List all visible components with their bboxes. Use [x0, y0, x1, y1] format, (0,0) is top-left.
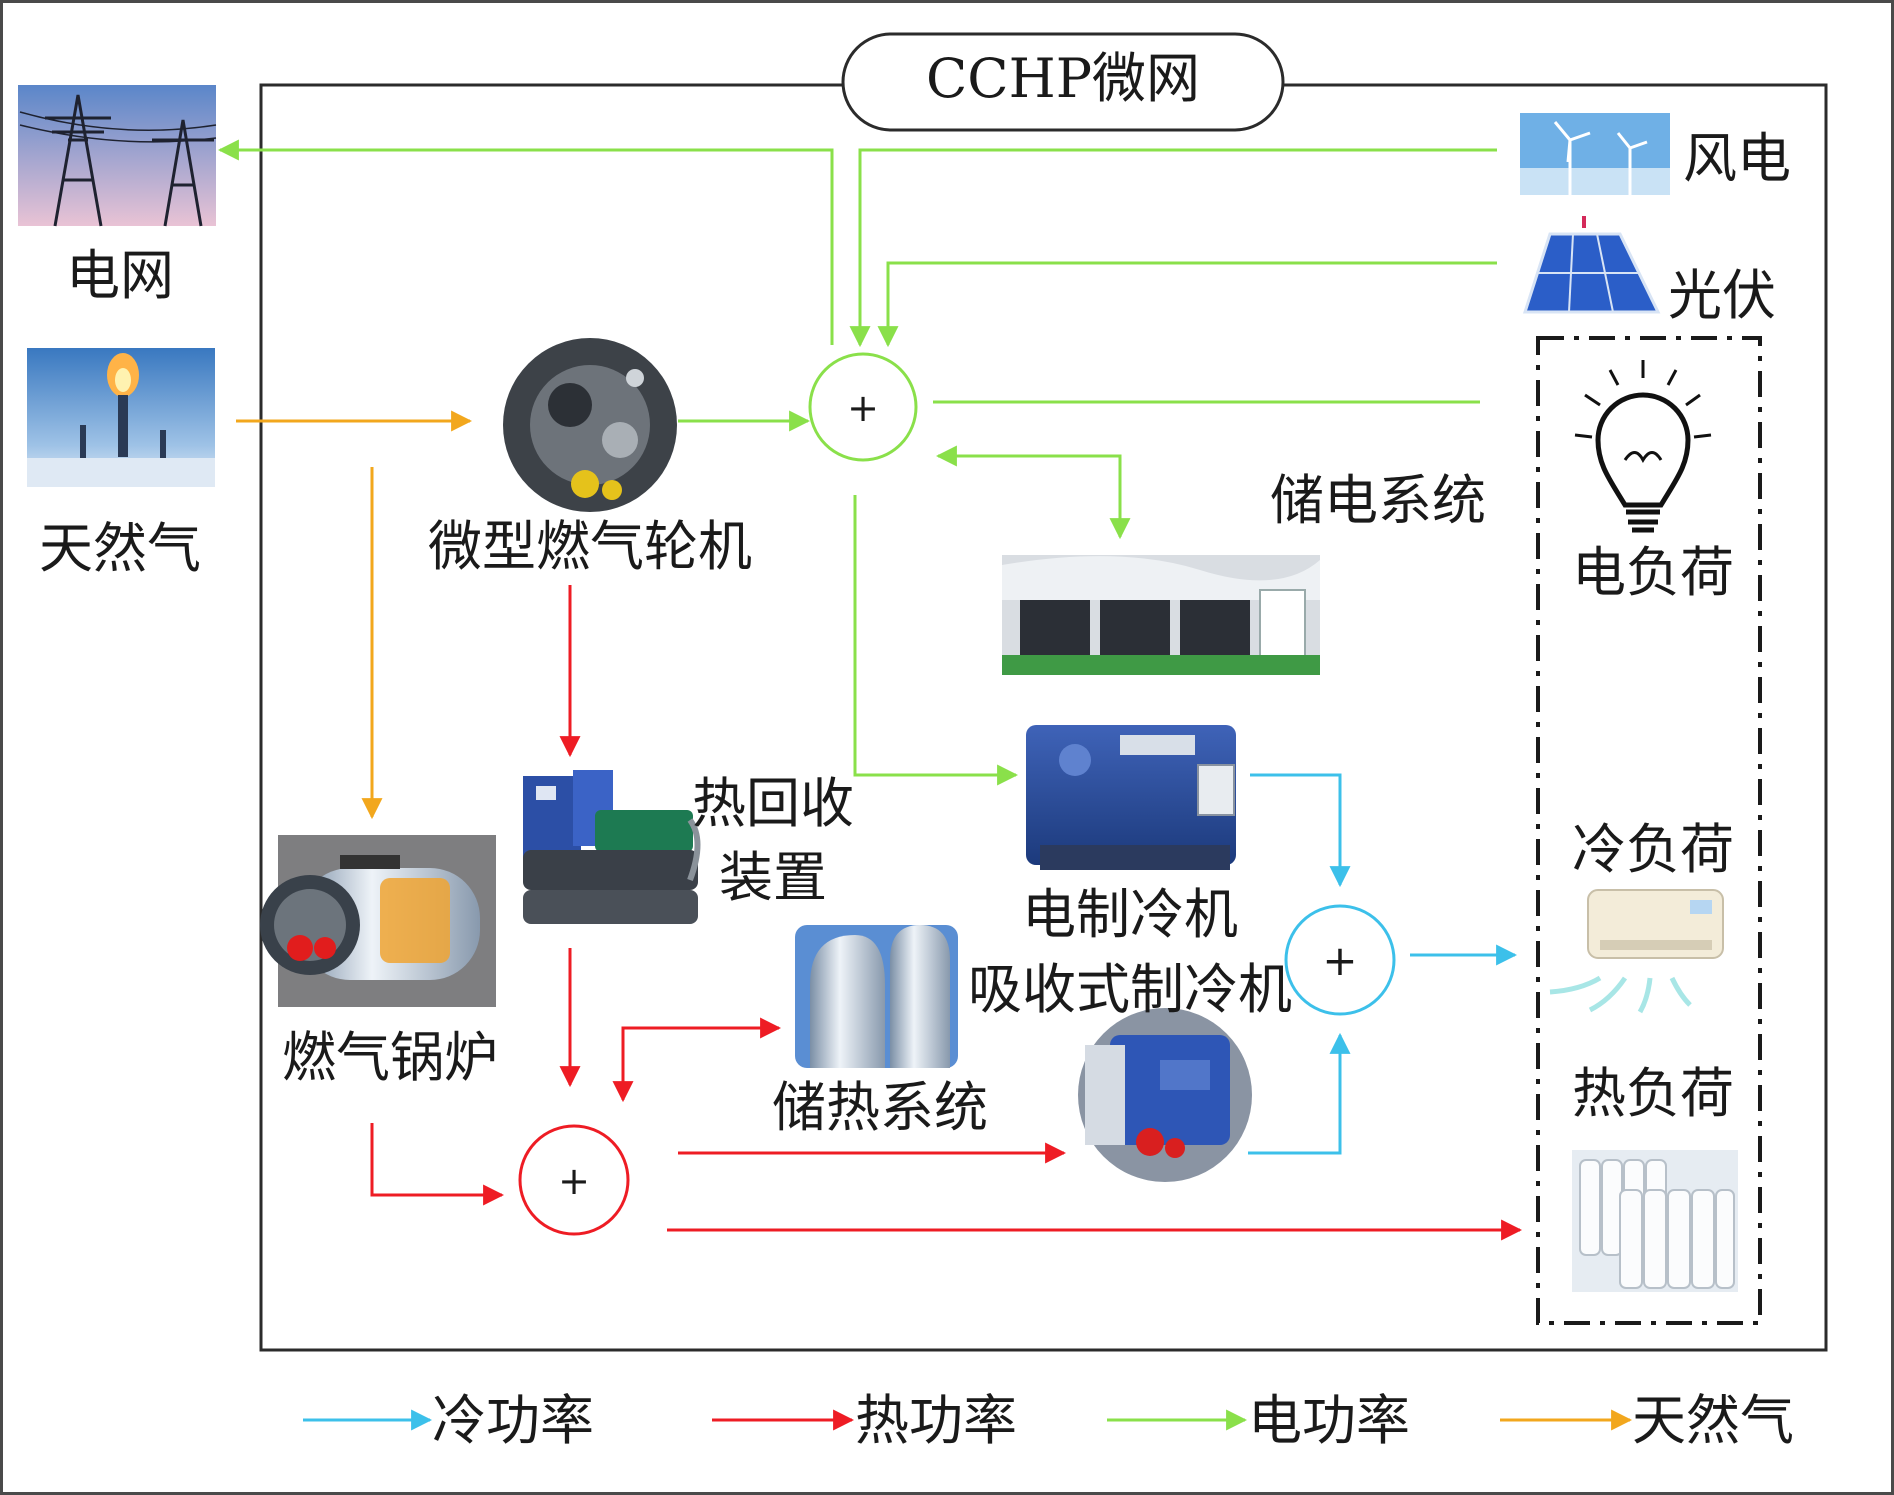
svg-text:热功率: 热功率	[855, 1389, 1017, 1452]
label-heat-storage: 储热系统	[772, 1076, 988, 1139]
electric-bus-node: +	[808, 352, 918, 462]
radiator-picture	[1572, 1150, 1738, 1292]
svg-text:天然气: 天然气	[1632, 1389, 1794, 1452]
heat-recovery-unit-picture	[523, 770, 701, 924]
battery-storage-picture	[1002, 555, 1320, 675]
label-elec-load: 电负荷	[1572, 541, 1734, 604]
title-box: CCHP微网	[841, 32, 1285, 132]
cold-bus-node: +	[1284, 904, 1396, 1016]
load-group-box	[1536, 336, 1762, 1325]
svg-text:+: +	[847, 386, 879, 430]
label-battery: 储电系统	[1270, 469, 1486, 532]
gas-boiler-picture	[260, 835, 496, 1007]
light-bulb-icon	[1574, 360, 1712, 533]
label-heat-recovery-line2: 装置	[719, 846, 827, 909]
wind-power-picture	[1520, 113, 1670, 195]
label-cool-load: 冷负荷	[1572, 818, 1734, 881]
electric-chiller-picture	[1026, 725, 1236, 870]
label-natural-gas: 天然气	[39, 517, 201, 580]
legend-item-elec: 电功率	[1107, 1389, 1410, 1452]
heat-bus-node: +	[518, 1124, 630, 1236]
micro-turbine-picture	[503, 338, 677, 512]
absorption-chiller-picture	[1078, 1008, 1252, 1182]
elec-flow-bus-battery	[935, 445, 1131, 540]
legend-item-heat: 热功率	[712, 1389, 1017, 1452]
heat-storage-tank-picture	[795, 925, 958, 1068]
pv-panel-picture	[1522, 216, 1661, 314]
label-wind: 风电	[1683, 127, 1791, 190]
diagram-title: CCHP微网	[926, 47, 1200, 110]
svg-text:电功率: 电功率	[1248, 1389, 1410, 1452]
label-elec-chiller: 电制冷机	[1022, 883, 1238, 946]
label-abs-chiller: 吸收式制冷机	[968, 958, 1292, 1021]
label-heat-recovery-line1: 热回收	[692, 772, 854, 835]
air-conditioner-picture	[1549, 889, 1724, 1014]
natural-gas-picture	[27, 348, 215, 487]
legend-item-cold: 冷功率	[303, 1389, 594, 1452]
legend: 冷功率 热功率 电功率 天然气	[303, 1389, 1794, 1452]
label-micro-turbine: 微型燃气轮机	[428, 515, 752, 578]
label-heat-load: 热负荷	[1572, 1062, 1734, 1125]
elec-flow-bus-to-elec-chiller	[853, 495, 1019, 786]
svg-text:冷功率: 冷功率	[432, 1389, 594, 1452]
label-pv: 光伏	[1668, 264, 1776, 327]
power-grid-picture	[18, 85, 217, 227]
svg-text:+: +	[1322, 936, 1357, 985]
legend-item-gas: 天然气	[1500, 1389, 1794, 1452]
cold-flow-abs-chiller-to-bus	[1248, 1032, 1351, 1155]
label-grid: 电网	[66, 244, 174, 307]
elec-flow-wind-to-bus	[849, 148, 1497, 348]
heat-flow-boiler-to-bus	[370, 1123, 505, 1206]
svg-text:+: +	[558, 1159, 590, 1203]
elec-flow-pv-to-bus	[877, 261, 1497, 348]
elec-flow-bus-to-grid	[217, 139, 834, 345]
label-gas-boiler: 燃气锅炉	[282, 1026, 498, 1089]
heat-flow-bus-storage	[612, 1017, 782, 1103]
cold-flow-elec-chiller-to-bus	[1250, 773, 1351, 888]
